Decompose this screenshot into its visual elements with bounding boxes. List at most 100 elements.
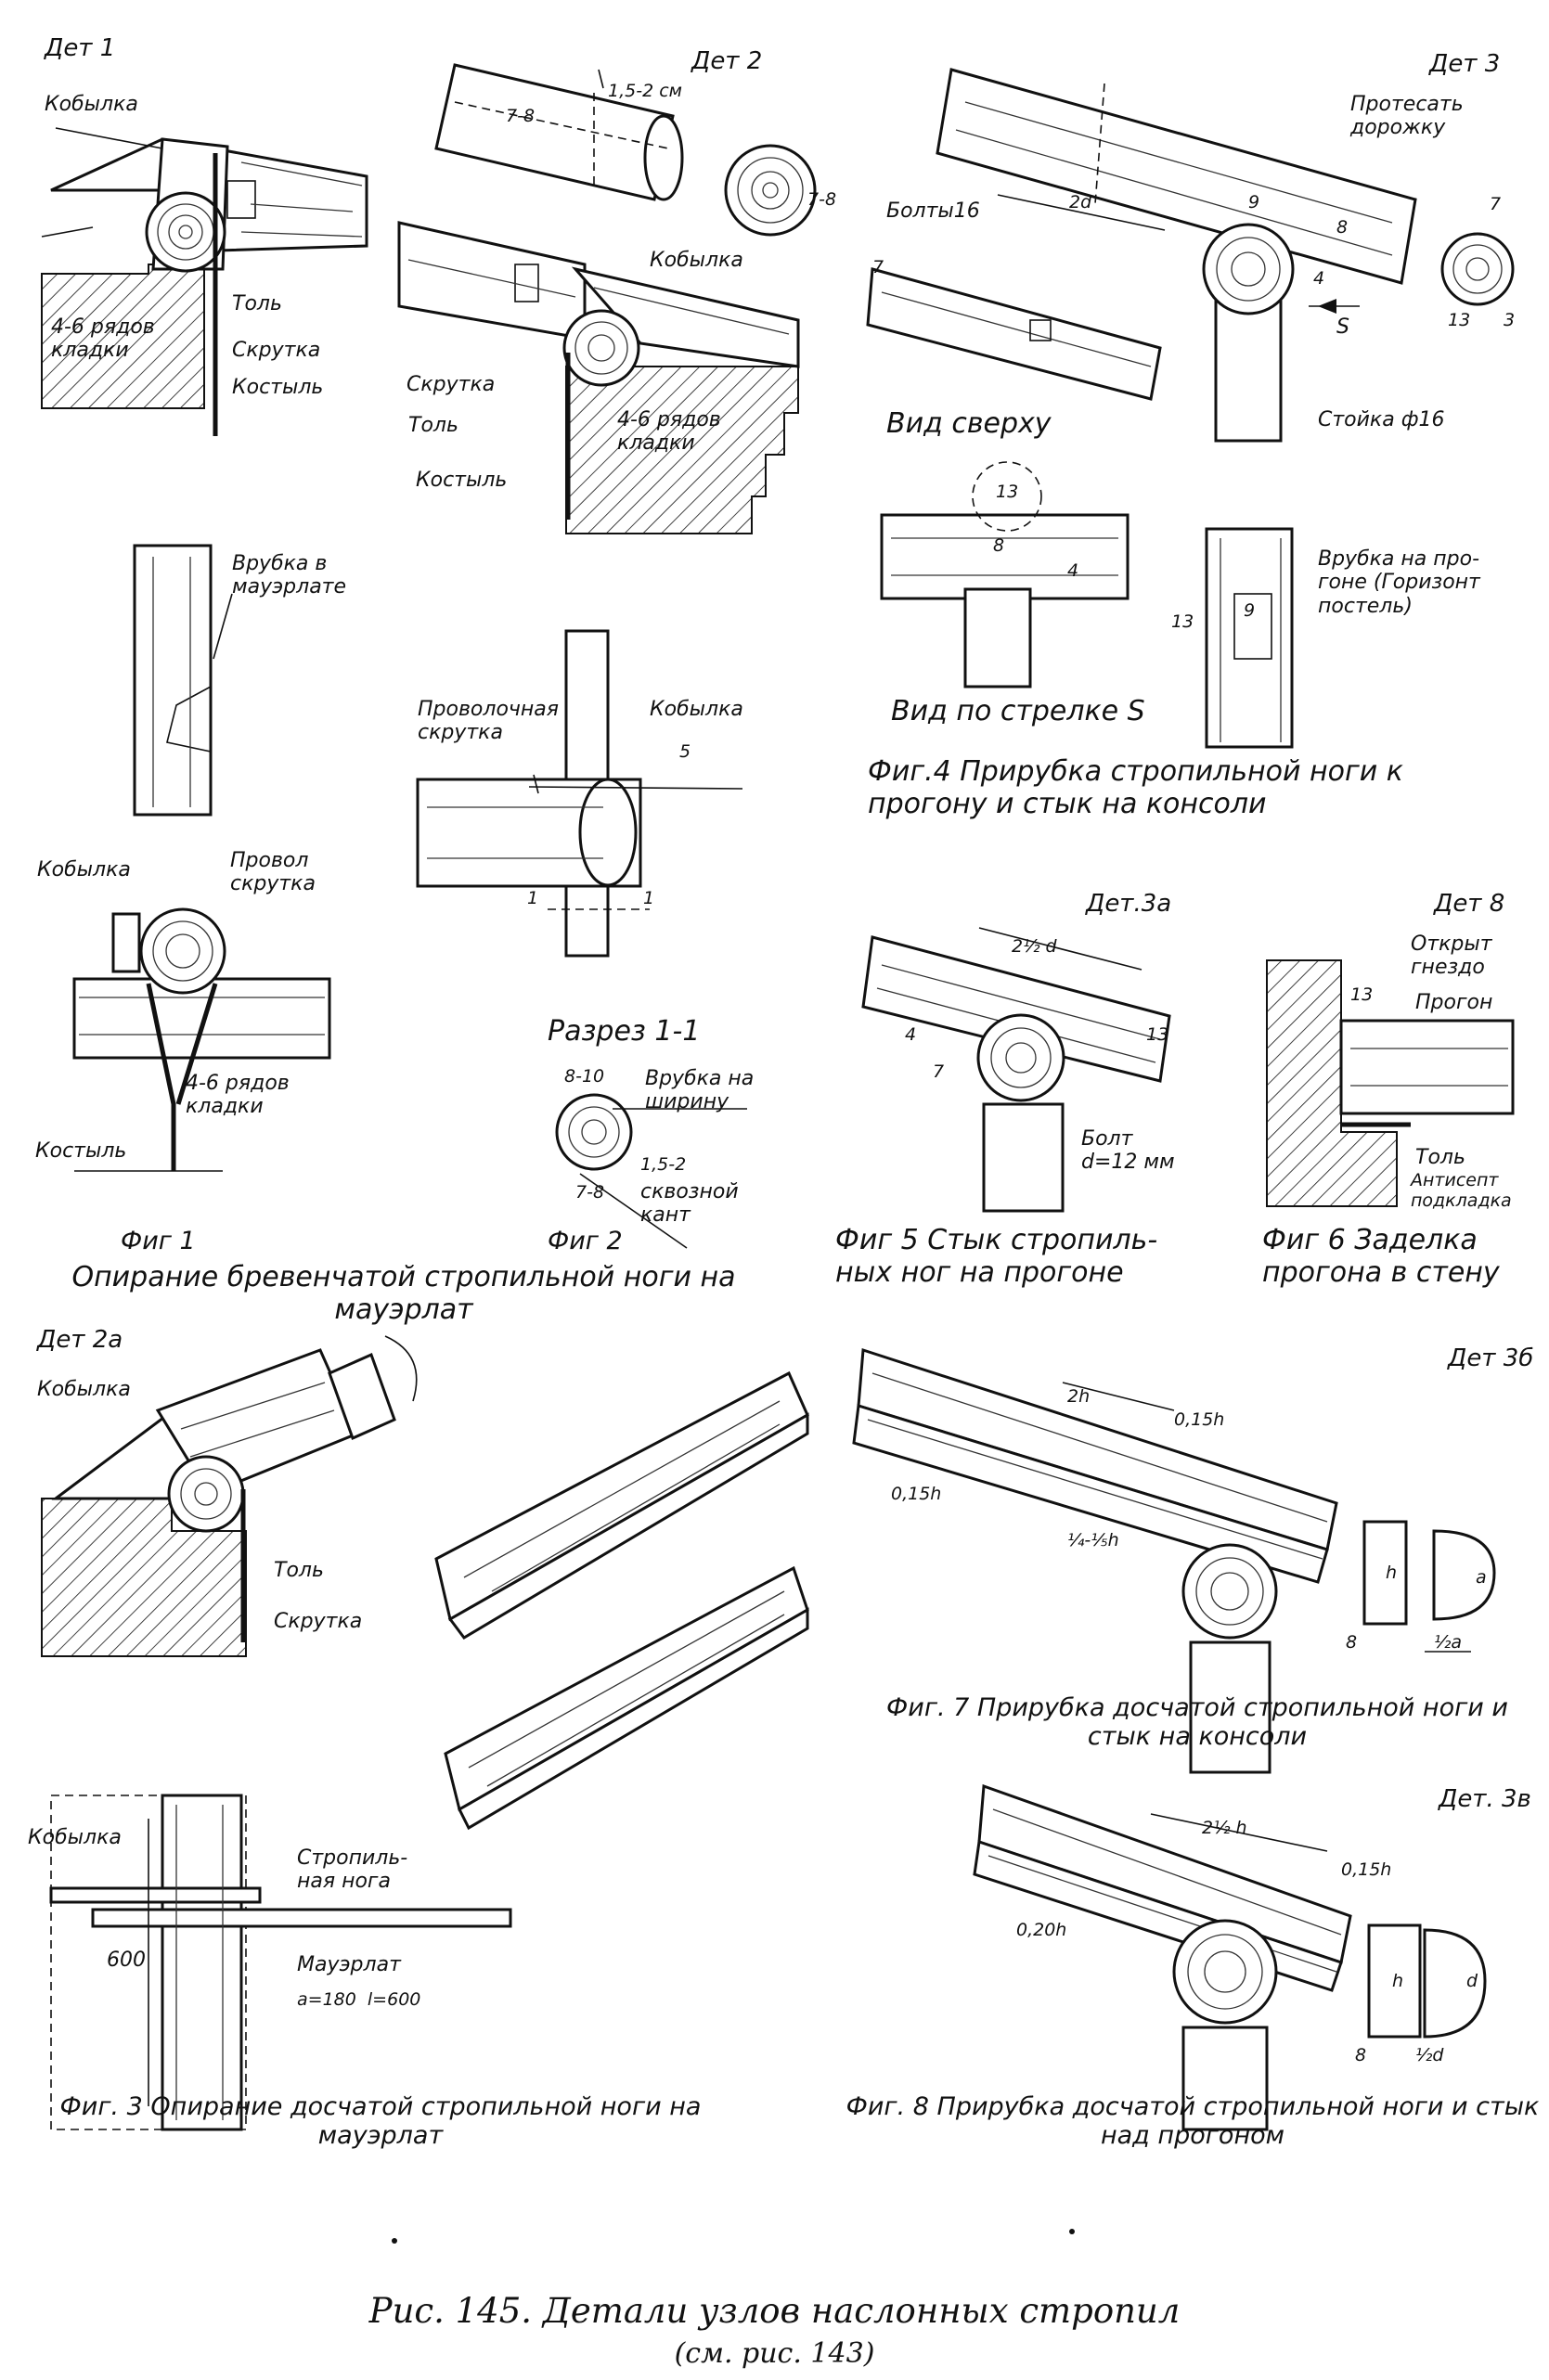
stoyka-label: Стойка ф16 [1318,408,1445,431]
kobylka-label-4: Кобылка [37,858,131,881]
dim-13-b: 13 [996,482,1019,502]
dim-015h-b: 0,15h [891,1484,942,1504]
skrutka-label-1: Скрутка [232,339,321,362]
fig5-caption: Фиг 5 Стык стропиль-ных ног на прогоне [835,1224,1158,1289]
dim-h-a: h [1386,1563,1398,1583]
razrez-label: Разрез 1-1 [548,1015,701,1048]
dim-d: d [1466,1971,1478,1991]
vrubka-shirinu-label: Врубка на ширину [645,1067,755,1114]
rafter-boards-drawing [434,1370,809,1831]
mauerlat-dims-label: а=180 l=600 [297,1989,421,2010]
vid-strelke-label: Вид по стрелке S [891,695,1145,727]
fig3-caption: Фиг. 3 Опирание досчатой стропильной ног… [59,2092,702,2151]
dim-13-e: 13 [1350,984,1374,1005]
dim-015h-a: 0,15h [1174,1409,1225,1430]
dim-020h: 0,20h [1016,1920,1067,1940]
det2a-drawing [41,1335,418,1657]
antisept-label: Антисепт подкладка [1411,1170,1512,1211]
dim-h-b: h [1392,1971,1404,1991]
dim-a: a [1476,1567,1487,1588]
otkryt-gnezdo-label: Открыт гнездо [1411,933,1492,980]
dim-2half-d: 2½ d [1012,936,1057,957]
det3-label: Дет 3 [1429,50,1501,78]
dim-600: 600 [107,1949,146,1972]
provol-skrutka-label: Провол скрутка [230,849,316,896]
fig1-number: Фиг 1 [121,1227,196,1255]
vid-strelke-drawing [880,461,1294,749]
kobylka-label-5: Кобылка [37,1378,131,1401]
kostyl-label-1: Костыль [232,376,324,399]
det3a-label: Дет.3а [1086,890,1172,918]
dim-13-c: 13 [1171,611,1194,632]
kobylka-label-2: Кобылка [650,249,743,272]
dim-13-d: 13 [1146,1024,1169,1045]
det2-label: Дет 2 [691,47,763,75]
boltsy-label: Болты16 [886,199,980,223]
skrutka-label-3: Скрутка [274,1610,363,1633]
protesat-label: Протесать дорожку [1350,93,1464,140]
fig6-caption: Фиг 6 Заделка прогона в стену [1262,1224,1500,1289]
kobylka-label-3: Кобылка [650,698,743,721]
skvoznoy-kant-label: сквозной кант [640,1180,739,1228]
skrutka-label-2: Скрутка [407,373,496,396]
dim-8-10: 8-10 [564,1066,605,1087]
dim-4-b: 4 [1067,560,1079,581]
dim-9-a: 9 [1248,192,1260,212]
kobylka-label-1: Кобылка [45,93,138,116]
dim-2h: 2h [1067,1386,1091,1407]
det8-drawing [1266,959,1515,1207]
det3b-label: Дет 3б [1448,1344,1534,1372]
dim-015h-c: 0,15h [1341,1859,1392,1880]
progon-label: Прогон [1415,991,1493,1014]
bolt-label: Болт d=12 мм [1081,1127,1175,1175]
vrubka-mauerlat-drawing [133,544,233,817]
dim-14-15h: ¼-⅕h [1067,1530,1119,1550]
fig7-caption: Фиг. 7 Прирубка досчатой стропильной ног… [886,1693,1508,1752]
dim-half-a: ½a [1434,1632,1463,1653]
dim-15-2: 1,5-2 [640,1154,687,1175]
dim-9-b: 9 [1244,600,1256,621]
det3-drawing [866,68,1515,443]
rows-label-2: 4-6 рядов кладки [617,408,721,456]
dim-7-8-b: 7-8 [807,189,837,210]
main-caption-sub: (см. рис. 143) [674,2337,875,2370]
fig3-drawing [49,1794,512,2131]
dim-8-d: 8 [1355,2045,1367,2065]
dim-2half-h: 2½ h [1202,1818,1247,1838]
provolochnaya-skrutka-label: Проволочная скрутка [418,698,560,745]
stropilnaya-noga-label: Стропиль- ная нога [297,1846,408,1894]
kobylka-label-6: Кобылка [28,1826,122,1849]
fig7-drawing [852,1347,1496,1774]
vrubka-mauerlat-label: Врубка в мауэрлате [232,552,347,599]
rows-label-1: 4-6 рядов кладки [51,315,155,363]
fig1-caption: Опирание бревенчатой стропильной ноги на… [71,1261,736,1326]
section-1-right: 1 [643,888,655,908]
mauerlat-label: Мауэрлат [297,1953,401,1976]
dim-15-2sm: 1,5-2 см [608,81,682,101]
dim-7-c: 7 [933,1061,945,1082]
det1-drawing [41,127,368,436]
provolochnaya-skrutka-drawing [416,629,743,958]
fig4-caption: Фиг.4 Прирубка стропильной ноги к прогон… [868,755,1403,820]
fig8-drawing [973,1783,1487,2131]
dim-2d: 2d [1069,192,1092,212]
vid-sverhu-label: Вид сверху [886,407,1052,440]
tol-label-2: Толь [408,414,458,437]
dim-7-b: 7 [1490,194,1502,214]
dim-8-a: 8 [1336,217,1349,238]
det2-drawing [397,63,817,534]
razrez-drawing [555,1093,747,1249]
det8-label: Дет 8 [1434,890,1505,918]
dim-7-8-a: 7-8 [506,106,536,126]
dim-half-d: ½d [1415,2045,1444,2065]
kostyl-label-3: Костыль [35,1139,127,1163]
vrubka-progone-label: Врубка на про- гоне (Горизонт постель) [1318,547,1480,618]
det2a-label: Дет 2а [37,1326,123,1354]
det1-label: Дет 1 [45,34,116,62]
dim-8-c: 8 [1346,1632,1358,1653]
kostyl-label-2: Костыль [416,469,508,492]
det3a-drawing [861,927,1171,1213]
dim-7-8-c: 7-8 [575,1182,605,1203]
dim-4-c: 4 [905,1024,917,1045]
